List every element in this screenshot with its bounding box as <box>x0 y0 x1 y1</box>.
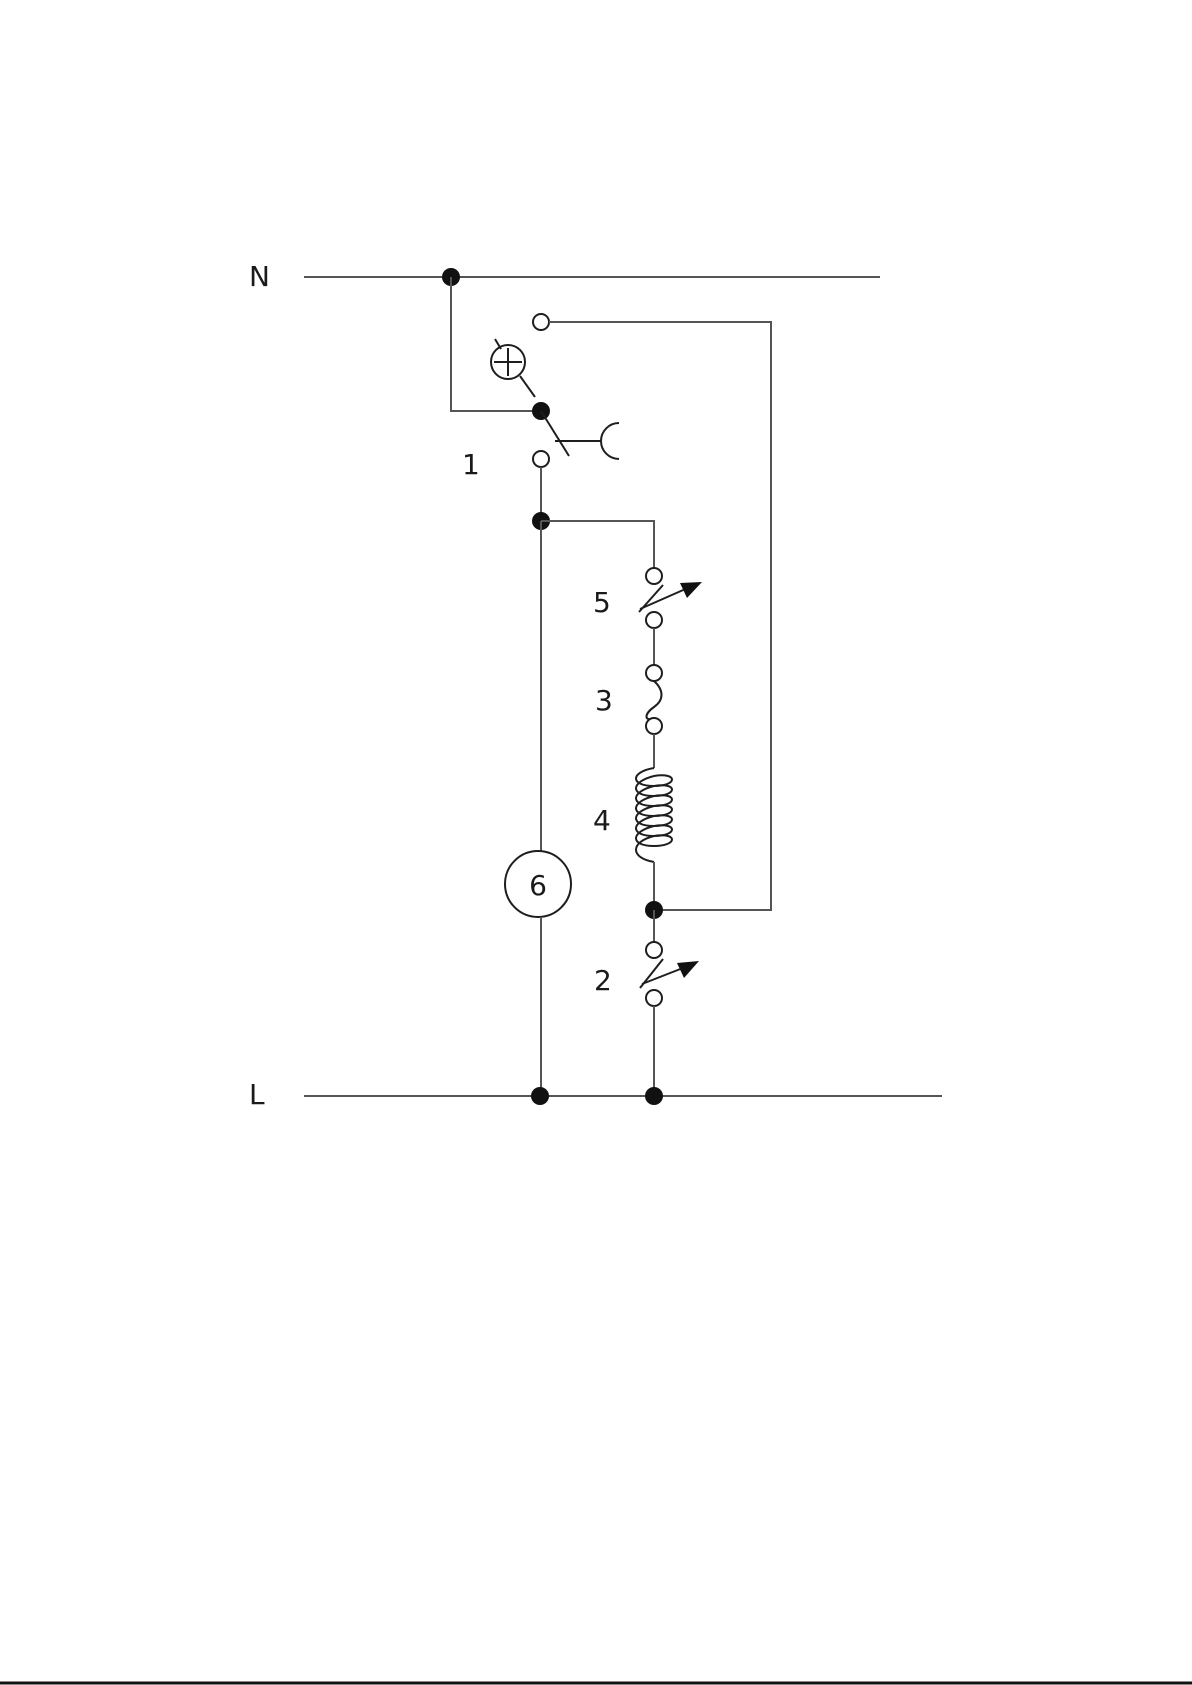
switch-blade <box>541 411 569 456</box>
junction-live-left <box>531 1087 549 1105</box>
label-6: 6 <box>529 869 547 902</box>
rail-label-n: N <box>249 260 270 293</box>
contact-2-bottom <box>646 990 662 1006</box>
indicator-link <box>520 376 535 397</box>
fuse-3-bottom <box>646 718 662 734</box>
contact-2-top <box>646 942 662 958</box>
fuse-3 <box>646 665 662 734</box>
contact-5-arrow-shaft <box>640 587 690 609</box>
adjustable-contact-2 <box>640 942 699 1006</box>
switch-actuator-cup <box>601 423 619 459</box>
label-1: 1 <box>462 448 480 481</box>
switch-1 <box>491 314 619 467</box>
contact-5-top <box>646 568 662 584</box>
coil-4-winding <box>636 768 672 862</box>
adjustable-contact-5 <box>639 568 702 628</box>
coil-4 <box>636 768 672 862</box>
contact-2-arrow-head <box>677 961 699 978</box>
junction-live-right <box>645 1087 663 1105</box>
contact-5-bottom <box>646 612 662 628</box>
wire-neutral-to-switch <box>451 277 541 411</box>
wire-right-branch-top <box>541 521 654 568</box>
fuse-3-element <box>647 681 662 719</box>
label-4: 4 <box>593 804 611 837</box>
fuse-3-top <box>646 665 662 681</box>
switch-upper-terminal <box>533 314 549 330</box>
label-3: 3 <box>595 684 613 717</box>
contact-5-arrow-head <box>680 582 702 598</box>
rail-label-l: L <box>249 1078 265 1111</box>
label-5: 5 <box>593 586 611 619</box>
switch-lower-terminal <box>533 451 549 467</box>
label-2: 2 <box>594 964 612 997</box>
